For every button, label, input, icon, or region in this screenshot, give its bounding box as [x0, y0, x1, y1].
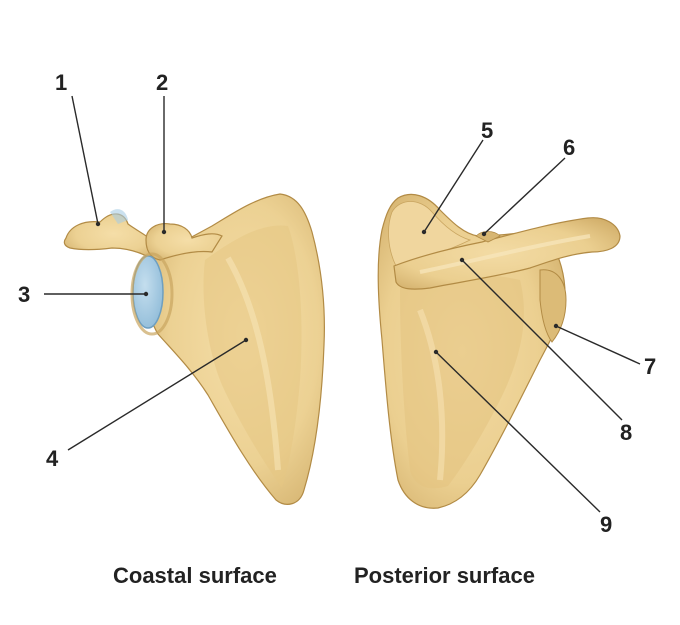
- label-8: 8: [620, 420, 632, 445]
- label-5: 5: [481, 118, 493, 143]
- label-2: 2: [156, 70, 168, 95]
- leader-7: [555, 325, 641, 365]
- leader-8-point: [459, 257, 465, 263]
- leader-5-point: [421, 229, 427, 235]
- leader-1: [71, 95, 99, 225]
- label-3: 3: [18, 282, 30, 307]
- number-labels: 1 2 3 4 5 6 7 8 9: [18, 70, 656, 537]
- label-4: 4: [46, 446, 59, 471]
- label-6: 6: [563, 135, 575, 160]
- spine-highlight: [419, 234, 591, 274]
- leader-3-point: [143, 291, 149, 297]
- supraspinous-fossa: [388, 201, 472, 267]
- leader-2-point: [161, 229, 167, 235]
- acromion-lateral-border: [539, 269, 567, 343]
- acromion-tip-left: [110, 209, 128, 224]
- leader-8: [461, 259, 623, 421]
- leader-6: [483, 157, 566, 235]
- subscapular-fossa-shade: [203, 225, 302, 488]
- caption-coastal-surface: Coastal surface: [113, 563, 277, 588]
- leader-7-point: [553, 323, 559, 329]
- acromion-process-left: [63, 213, 155, 259]
- fossa-highlight: [417, 308, 446, 481]
- label-7: 7: [644, 354, 656, 379]
- leader-4-point: [243, 337, 249, 343]
- label-1: 1: [55, 70, 67, 95]
- leader-5: [423, 139, 484, 233]
- leader-9: [435, 351, 601, 513]
- posterior-surface-scapula: [377, 193, 621, 509]
- leader-lines: [44, 95, 641, 513]
- leader-9-point: [433, 349, 439, 355]
- leader-6-point: [481, 231, 487, 237]
- leader-4: [67, 339, 247, 451]
- infraspinous-fossa-shade: [400, 275, 524, 489]
- costal-surface-scapula: [63, 193, 325, 505]
- blade-ridge-highlight: [225, 256, 281, 471]
- leader-1-point: [95, 221, 101, 227]
- caption-posterior-surface: Posterior surface: [354, 563, 535, 588]
- label-9: 9: [600, 512, 612, 537]
